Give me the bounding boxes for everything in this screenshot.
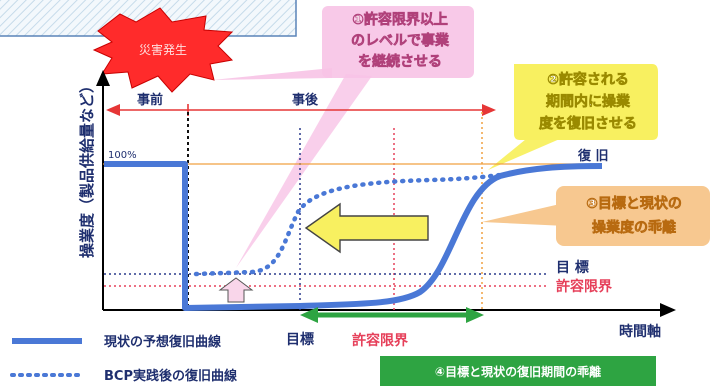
- callout-2-line1: ②許容される: [547, 71, 629, 88]
- callout-3: ③目標と現状の 操業度の乖離: [482, 186, 710, 246]
- callout-3-line2: 操業度の乖離: [592, 219, 676, 236]
- callout-4: ④目標と現状の復旧期間の乖離: [380, 356, 656, 386]
- callout-1-line2: のレベルで事業: [351, 32, 450, 49]
- legend-bcp-label: BCP実践後の復旧曲線: [104, 368, 238, 384]
- gap-arrow: [304, 202, 429, 254]
- callout-2: ②許容される 期間内に操業 度を復旧させる: [488, 64, 658, 170]
- callout-1-line3: を継続させる: [358, 53, 442, 70]
- disaster-label: 災害発生: [139, 42, 187, 57]
- target-time-label: 目標: [286, 331, 314, 348]
- callout-1-line1: ①許容限界以上: [352, 11, 448, 28]
- legend-current-label: 現状の予想復旧曲線: [104, 334, 222, 350]
- limit-time-label: 許容限界: [352, 332, 409, 349]
- limit-level-label: 許容限界: [556, 278, 613, 295]
- period-gap-arrow: [300, 307, 484, 323]
- callout-3-line1: ③目標と現状の: [586, 195, 682, 212]
- callout-1-pointer: [236, 74, 372, 268]
- legend: 現状の予想復旧曲線 BCP実践後の復旧曲線: [10, 334, 238, 384]
- pct100-label: 100%: [108, 150, 137, 161]
- disaster-burst: 災害発生: [92, 7, 234, 93]
- callout-1: ①許容限界以上 のレベルで事業 を継続させる: [212, 6, 474, 80]
- callout-4-text: ④目標と現状の復旧期間の乖離: [435, 364, 601, 379]
- callout-2-line3: 度を復旧させる: [539, 115, 637, 132]
- before-label: 事前: [137, 92, 163, 108]
- small-up-arrow: [218, 277, 254, 303]
- recovery-label: 復 旧: [577, 148, 609, 164]
- after-label: 事後: [292, 92, 319, 108]
- current-recovery-curve: [104, 161, 603, 311]
- target-level-label: 目 標: [556, 259, 589, 276]
- bcp-recovery-curve: [193, 171, 513, 277]
- callout-2-line2: 期間内に操業: [546, 93, 631, 110]
- period-arrow: 事前 事後: [106, 92, 496, 116]
- y-axis-label: 操業度（製品供給量など）: [78, 78, 96, 258]
- x-axis-label: 時間軸: [619, 323, 661, 340]
